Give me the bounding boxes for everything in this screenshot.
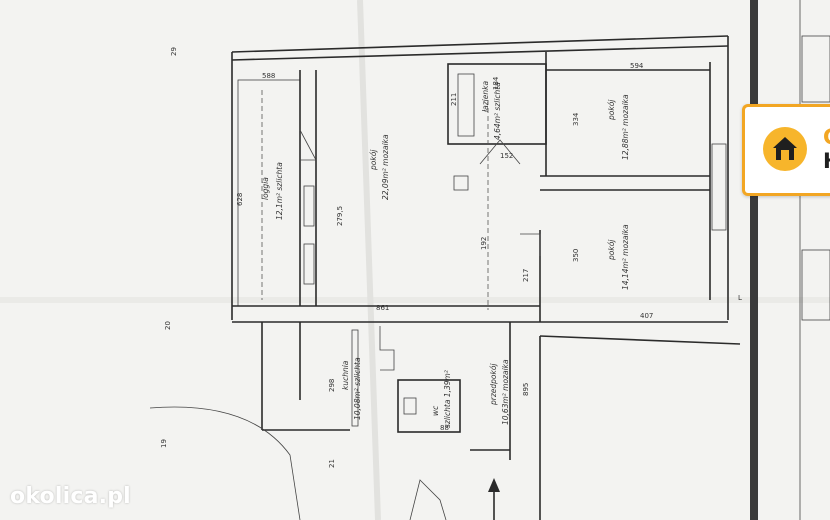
top-wall-inner xyxy=(231,45,729,61)
dimension-label: 895 xyxy=(522,383,530,396)
stair-curve xyxy=(149,406,301,520)
room-area-wc: szlichta 1,39m² xyxy=(443,370,452,428)
room-area-bedroom-2: 14,14m² mozaika xyxy=(621,224,630,290)
neighbor-element xyxy=(801,249,830,321)
top-wall xyxy=(231,35,729,53)
dimension-label: 298 xyxy=(328,379,336,392)
room-bottom-wall-outer xyxy=(539,335,741,345)
window-frame xyxy=(303,243,315,285)
bath-door-swing xyxy=(479,139,521,165)
dimension-label: 20 xyxy=(164,321,172,330)
room-label-hallway: przedpokój xyxy=(489,363,498,406)
dimension-label: 29 xyxy=(170,47,178,56)
dimension-label: 588 xyxy=(262,72,275,80)
entrance-arrow-head xyxy=(488,478,500,492)
agency-logo: G H xyxy=(742,104,830,196)
dimension-label: L xyxy=(738,294,742,302)
dimension-label: 192 xyxy=(480,237,488,250)
room-label-wc: wc xyxy=(431,405,440,416)
dimension-label: 861 xyxy=(376,304,389,312)
kitchen-wall xyxy=(379,326,395,371)
room-area-kitchen: 10,08m² szlichta xyxy=(353,357,362,420)
wc-outline xyxy=(397,379,461,433)
stair-detail xyxy=(409,479,447,520)
dimension-label: 279,5 xyxy=(336,206,344,226)
dimension-label: 21 xyxy=(328,459,336,468)
toilet xyxy=(403,397,417,415)
door-jamb xyxy=(520,233,541,256)
watermark: okolica.pl xyxy=(10,484,131,509)
logo-badge xyxy=(763,127,807,171)
dimension-label: 334 xyxy=(572,112,580,126)
room-label-bedroom-2: pokój xyxy=(607,239,616,261)
logo-letter-top: G xyxy=(823,125,830,149)
room-label-kitchen: kuchnia xyxy=(341,360,350,390)
dimension-label: 19 xyxy=(160,439,168,448)
room-label-bedroom-1: pokój xyxy=(607,99,616,121)
room-area-loggia: 12,1m² szlichta xyxy=(275,162,284,220)
dimension-label: 88 xyxy=(440,424,449,432)
bathtub xyxy=(457,73,475,137)
room-area-bedroom-1: 12,88m² mozaika xyxy=(621,94,630,160)
door-swing xyxy=(299,129,317,161)
dimension-label: 217 xyxy=(522,269,530,282)
neighbor-element xyxy=(801,35,830,103)
shaft xyxy=(453,175,469,191)
dimension-label: 184 xyxy=(492,76,500,90)
house-icon xyxy=(773,137,797,160)
page-edge-strip xyxy=(750,0,758,520)
window-frame-right xyxy=(711,143,727,231)
dimension-label: 594 xyxy=(630,62,644,70)
dimension-label: 211 xyxy=(450,93,458,106)
room-area-hallway: 10,63m² mozaika xyxy=(501,359,510,425)
room-area-bathroom: 4,64m² szlichta xyxy=(493,82,502,140)
dimension-label: 407 xyxy=(640,312,653,320)
window-frame xyxy=(303,185,315,227)
room-label-bathroom: łazienka xyxy=(481,81,490,112)
room-area-living: 22,09m² mozaika xyxy=(381,134,390,200)
room-label-living: pokój xyxy=(369,149,378,171)
logo-letter-bottom: H xyxy=(823,149,830,173)
dimension-label: 152 xyxy=(500,152,513,160)
room-label-loggia: loggia xyxy=(261,177,270,200)
dimension-label: 350 xyxy=(572,249,580,262)
kitchen-counter xyxy=(351,329,359,427)
paper-crease xyxy=(357,0,381,520)
dimension-label: 628 xyxy=(236,193,244,206)
